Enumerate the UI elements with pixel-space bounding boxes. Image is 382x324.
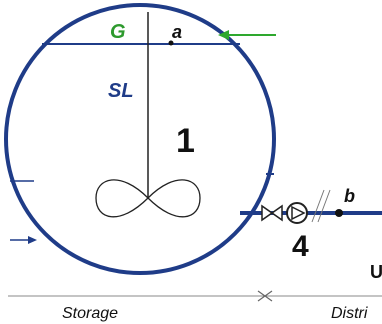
liquid-label: SL	[108, 80, 134, 102]
agitator-impeller	[95, 179, 201, 218]
valve	[261, 204, 283, 222]
hatch-2	[317, 189, 331, 223]
hatch-1	[311, 189, 325, 223]
left-lower-arrow-head	[28, 236, 37, 244]
vessel-number-label: 1	[176, 122, 195, 160]
pump-number-label: 4	[292, 230, 309, 263]
gas-label: G	[110, 21, 126, 43]
storage-vessel	[4, 3, 276, 275]
point-b-dot	[335, 209, 343, 217]
point-a-label: a	[172, 22, 183, 42]
point-a-dot	[168, 40, 174, 46]
point-b-label: b	[344, 186, 355, 206]
storage-section-label: Storage	[62, 305, 119, 322]
inlet-arrow-head	[218, 30, 229, 40]
pump-triangle	[291, 205, 306, 221]
section-boundary-marker	[257, 290, 273, 302]
cut-off-label: U	[370, 262, 382, 282]
distribution-section-label: Distri	[331, 305, 368, 322]
